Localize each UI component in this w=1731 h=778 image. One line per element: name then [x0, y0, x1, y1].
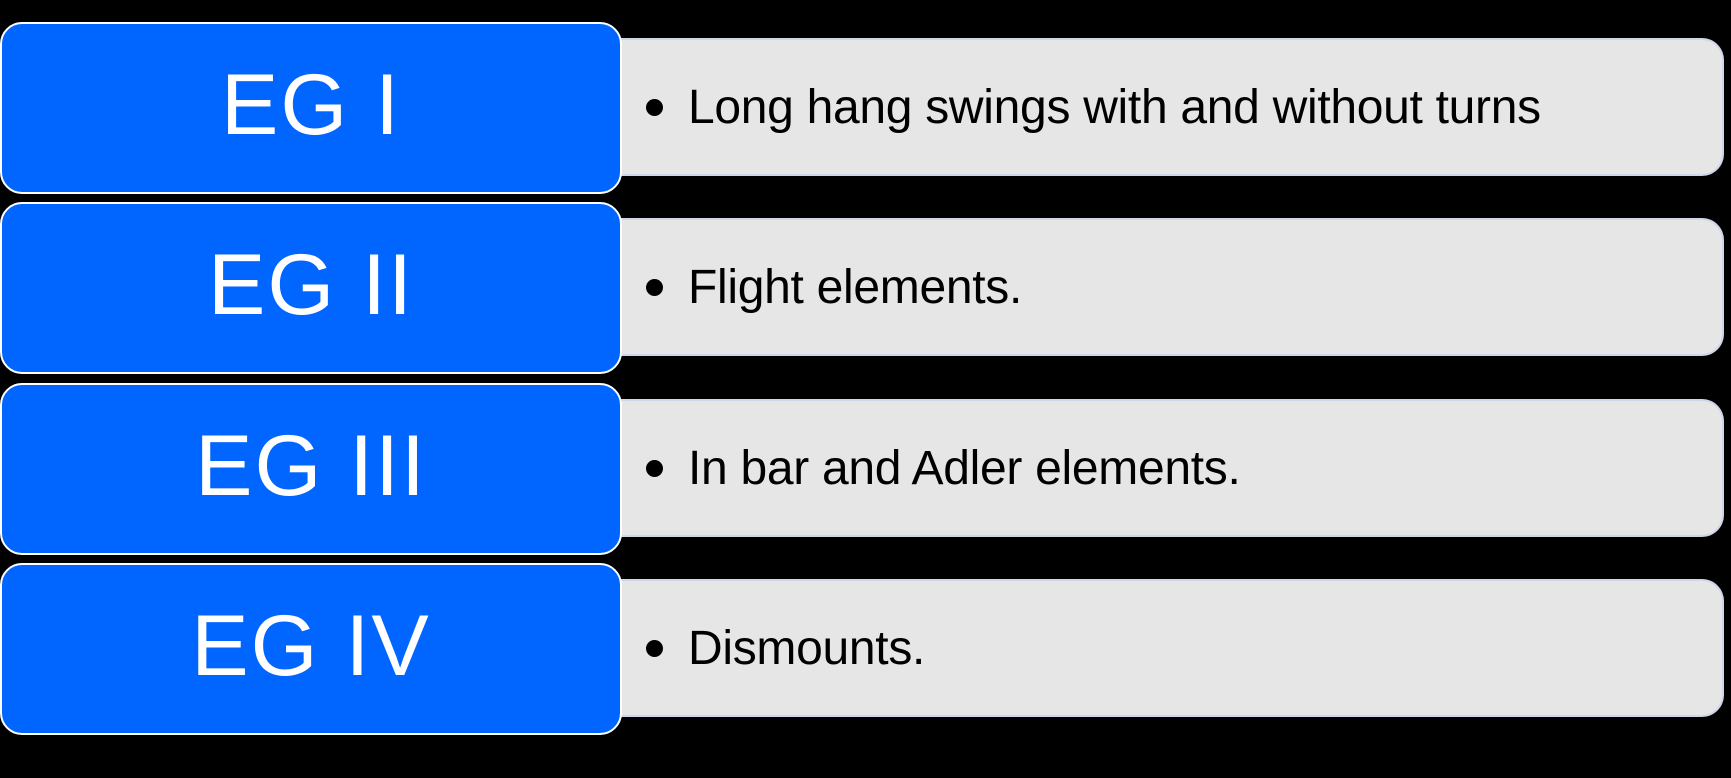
element-group-detail-box: Dismounts. [560, 579, 1724, 717]
element-group-row-4: Dismounts. EG IV [0, 563, 1731, 735]
bullet-icon [646, 279, 663, 296]
element-group-description: Long hang swings with and without turns [688, 80, 1541, 134]
element-group-detail-box: Flight elements. [560, 218, 1724, 356]
element-group-label-box: EG I [0, 22, 622, 194]
element-group-description: Dismounts. [688, 621, 926, 675]
element-group-row-3: In bar and Adler elements. EG III [0, 383, 1731, 555]
element-group-label-box: EG II [0, 202, 622, 374]
element-group-row-2: Flight elements. EG II [0, 202, 1731, 374]
element-group-row-1: Long hang swings with and without turns … [0, 22, 1731, 194]
element-group-label: EG II [208, 237, 414, 333]
element-group-label: EG IV [191, 598, 431, 694]
element-group-label-box: EG IV [0, 563, 622, 735]
element-group-label: EG III [195, 418, 427, 514]
element-group-description: Flight elements. [688, 260, 1023, 314]
element-group-label-box: EG III [0, 383, 622, 555]
bullet-icon [646, 640, 663, 657]
element-group-detail-box: Long hang swings with and without turns [560, 38, 1724, 176]
element-group-detail-box: In bar and Adler elements. [560, 399, 1724, 537]
element-group-label: EG I [220, 57, 402, 153]
bullet-icon [646, 460, 663, 477]
bullet-icon [646, 99, 663, 116]
element-group-description: In bar and Adler elements. [688, 441, 1241, 495]
